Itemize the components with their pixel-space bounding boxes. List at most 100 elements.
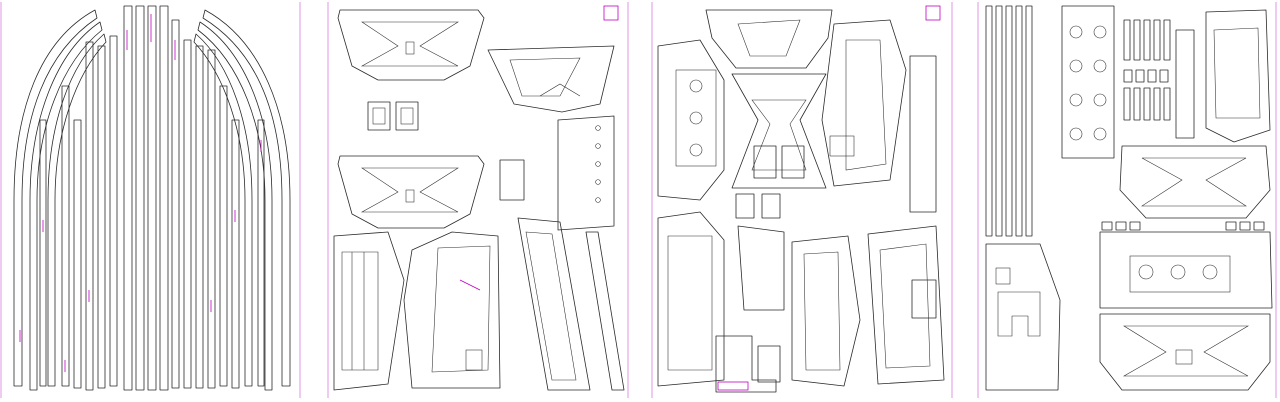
tab-row [1101,221,1265,231]
lower-panel-center [403,231,501,389]
strip [231,119,240,389]
arched-rib-right-2 [197,21,273,391]
strip [85,41,94,391]
small-frame-part [735,193,755,219]
tall-side-panel-right [821,19,907,187]
strip [207,49,216,389]
mount-hole [595,125,601,131]
canopy-panel-middle [1099,231,1273,309]
sheet-3-title-block [925,5,941,21]
small-frame-part [367,101,391,131]
ring-hole [689,143,703,157]
sheet-1 [0,2,301,398]
frame-window [781,145,805,179]
lower-panel-left-window [341,251,379,371]
mount-hole [595,161,601,167]
lower-panel-right [867,225,945,385]
l-bracket [715,335,777,393]
bracket [757,345,781,383]
lower-panel-left [657,211,725,387]
sheet-2 [327,2,629,398]
strip [61,85,70,387]
arched-rib-left-2 [29,21,103,391]
plank-hole [1093,25,1107,39]
plank-hole [1069,93,1083,107]
slot [465,349,483,371]
ring-hole [1202,264,1218,280]
strip [219,85,228,387]
gusset-panel [487,45,615,113]
lower-rib-cluster [517,217,591,391]
frame-window [753,145,777,179]
long-bar [909,55,937,213]
ring-hole [1170,264,1186,280]
x-frame [731,73,827,189]
long-rail [1015,5,1023,237]
side-panel-middle [337,155,485,229]
tab [829,135,855,157]
long-rail [1025,5,1033,237]
mount-hole [595,179,601,185]
plank-hole [1069,127,1083,141]
strip [97,45,106,389]
arched-rib-right-3 [193,33,253,387]
strip [109,35,118,387]
small-parts-grid [1123,19,1195,139]
strip [257,119,265,387]
l-bracket-marking [717,381,749,391]
slot [405,189,415,203]
sheet-4 [977,2,1277,398]
slot [1175,349,1193,365]
canopy-panel-upper [1119,145,1271,219]
lower-panel-left [333,231,405,391]
arched-rib-left-1 [13,9,98,387]
ring-hole [689,111,703,125]
long-rail [995,5,1003,237]
upper-bay-panel [705,9,833,69]
plank-hole [1069,59,1083,73]
holed-plank [1061,5,1115,159]
strip [171,19,180,389]
bracket [499,159,525,201]
tall-side-panel-left [657,39,725,201]
strip [147,5,157,391]
small-frame-part [395,101,419,131]
slot [405,41,415,55]
long-rail [1005,5,1013,237]
long-rail [985,5,993,237]
small-frame-part-hole [400,107,414,125]
mount-hole [595,143,601,149]
bracket [911,279,937,319]
strip [73,119,82,389]
canopy-panel-lower [1099,313,1271,391]
gusset-panel-cutout [509,57,581,97]
strip-group-sheet-1 [39,5,265,391]
side-panel-middle-cutout [360,167,459,213]
sheet-3 [651,2,953,398]
strip-engravings-sheet-1 [19,14,262,372]
sheet-2-title-block [603,5,619,21]
plank-hole [1093,59,1107,73]
plank-hole [1093,127,1107,141]
ring-plate [675,69,717,167]
lower-panel-center [791,235,861,387]
arched-rib-left-3 [47,33,107,387]
strip [39,119,47,387]
small-frame-part [761,193,781,219]
strip [195,45,204,389]
side-panel-top-cutout [360,21,459,67]
strip [123,5,133,391]
thin-rib [585,231,625,391]
arched-rib-right-1 [202,9,291,387]
lower-wedge [737,225,785,311]
gusset-brace [539,83,581,97]
mount-plate [557,115,615,231]
side-panel-top [337,9,485,81]
nose-bracket [985,243,1061,391]
ring-hole [689,79,703,93]
plank-hole [1069,25,1083,39]
small-frame-part-hole [372,107,386,125]
strip [159,5,169,391]
